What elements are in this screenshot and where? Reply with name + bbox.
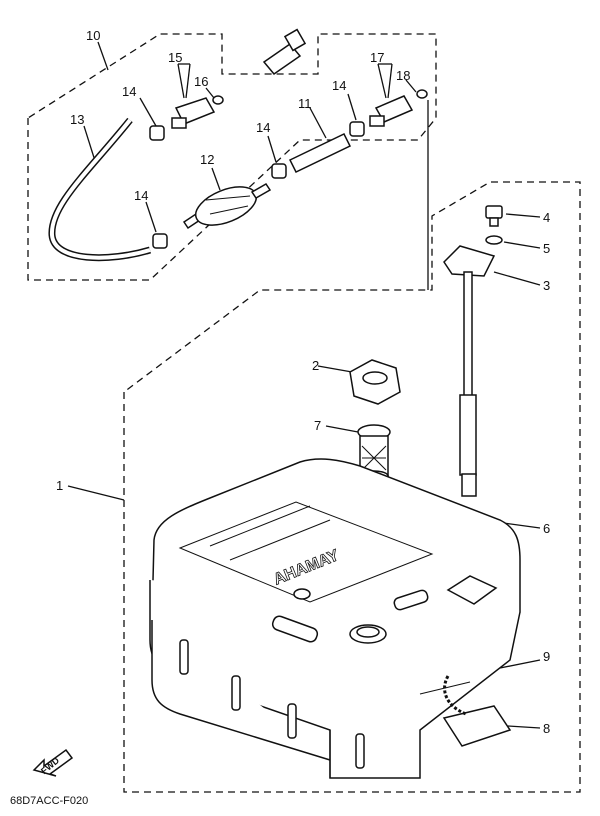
tag-8 [442, 705, 512, 747]
callout-16: 16 [194, 74, 208, 89]
fuel-gauge-3 [443, 245, 496, 497]
hose-clamp-14 [149, 121, 365, 249]
callout-2: 2 [312, 358, 319, 373]
washer-5 [485, 235, 503, 245]
callout-14c: 14 [332, 78, 346, 93]
fuel-connector-15 [171, 95, 224, 129]
figure-code: 68D7ACC-F020 [10, 795, 89, 807]
callout-10: 10 [86, 28, 100, 43]
callout-6: 6 [543, 521, 550, 536]
callout-labels: 1 2 3 4 5 6 7 8 9 10 11 12 13 14 14 14 1… [56, 28, 550, 736]
fuel-hose-11 [288, 133, 352, 173]
hose-kit-group-outline [27, 33, 437, 281]
callout-14d: 14 [134, 188, 148, 203]
fuel-tank-1: YAMAHA [149, 458, 521, 779]
callout-15: 15 [168, 50, 182, 65]
callout-8: 8 [543, 721, 550, 736]
callout-5: 5 [543, 241, 550, 256]
callout-12: 12 [200, 152, 214, 167]
callout-14b: 14 [256, 120, 270, 135]
callout-18: 18 [396, 68, 410, 83]
fwd-arrow-icon: FWD [32, 748, 74, 777]
tank-group-outline [123, 181, 581, 793]
fuel-connector-17 [369, 89, 428, 127]
callout-4: 4 [543, 210, 550, 225]
callout-17: 17 [370, 50, 384, 65]
primer-bulb-12 [182, 183, 272, 230]
engine-connector [262, 28, 307, 76]
callout-7: 7 [314, 418, 321, 433]
fuel-cap-2 [349, 359, 401, 405]
callout-14a: 14 [122, 84, 136, 99]
callout-1: 1 [56, 478, 63, 493]
leader-lines [67, 41, 541, 729]
chain-9 [419, 675, 471, 716]
callout-3: 3 [543, 278, 550, 293]
callout-11: 11 [298, 96, 312, 111]
callout-13: 13 [70, 112, 84, 127]
screw-4 [485, 205, 503, 227]
callout-9: 9 [543, 649, 550, 664]
